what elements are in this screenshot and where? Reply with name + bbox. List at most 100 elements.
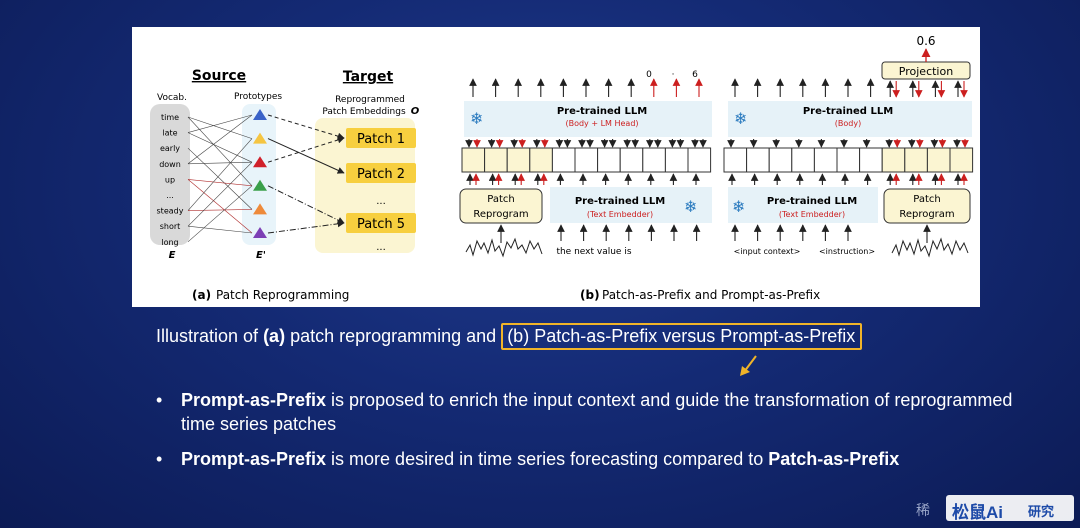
reprogram-arrow: [267, 114, 345, 140]
prototype-triangle: [253, 109, 267, 120]
vocab-word: up: [165, 175, 175, 184]
patch-label: Patch 5: [357, 217, 405, 232]
token-cell: [768, 147, 793, 173]
snowflake-icon: ❄: [734, 109, 747, 128]
output-arrows-prompt: [731, 78, 968, 98]
reprogram-arrow: [267, 220, 345, 234]
watermark-logo: 松鼠Ai 研究: [946, 495, 1074, 522]
mapping-line: [187, 179, 253, 187]
output-label-6: 6: [692, 70, 698, 80]
llm2-title: Pre-trained LLM: [803, 106, 893, 117]
snowflake-icon: ❄: [684, 197, 697, 216]
mapping-line: [187, 225, 253, 234]
caption-a-tag: (a): [192, 288, 211, 302]
mapping-line: [187, 185, 253, 243]
prototype-triangle: [253, 227, 267, 238]
token-cell: [813, 147, 838, 173]
token-cell: [881, 147, 906, 173]
bullet-item: Prompt-as-Prefix is more desired in time…: [156, 447, 1016, 471]
token-cell: [461, 147, 486, 173]
token-cell: [619, 147, 644, 173]
patch-box: [346, 128, 416, 148]
prototype-triangle: [253, 156, 267, 168]
vocab-word: steady: [157, 207, 184, 216]
llm-band-2: [728, 101, 972, 137]
token-cell: [574, 147, 599, 173]
token-cell: [926, 147, 951, 173]
bullet-item: Prompt-as-Prefix is proposed to enrich t…: [156, 388, 1016, 436]
vocab-word: short: [160, 222, 181, 231]
input-context-text: <input context>: [734, 247, 801, 256]
caption-b-tag: (b): [580, 288, 600, 302]
mapping-line: [187, 132, 253, 163]
output-label-dot: ·: [672, 70, 675, 80]
vocab-word: early: [160, 144, 180, 153]
reprogram-arrow: [267, 138, 345, 174]
timeseries-wave-2: [891, 237, 969, 258]
prototype-triangle: [253, 179, 267, 191]
llm1-subtitle: (Body + LM Head): [565, 119, 638, 128]
mapping-line: [187, 179, 253, 234]
reprogrammed-label-1: Reprogrammed: [335, 95, 405, 105]
caption-prefix: Illustration of: [156, 326, 264, 346]
low-arrows-prefix: [466, 173, 700, 185]
timeseries-wave-1: [465, 237, 543, 258]
embedder1-subtitle: (Text Embedder): [587, 210, 653, 219]
token-row-prompt: [723, 147, 974, 173]
figure-caption: Illustration of (a) patch reprogramming …: [156, 323, 863, 350]
mid-arrows-prompt: [727, 139, 969, 148]
prototypes-label: Prototypes: [234, 92, 282, 102]
embedder2-subtitle: (Text Embedder): [779, 210, 845, 219]
token-cell: [664, 147, 689, 173]
mapping-line: [187, 116, 253, 187]
watermark-left-text: 稀: [916, 502, 930, 518]
vocab-word: down: [159, 160, 181, 169]
output-arrows-prefix: [469, 78, 703, 97]
patch-box: [346, 163, 416, 183]
e-symbol: E: [169, 250, 176, 261]
reprogram-arrow: [267, 185, 345, 224]
mapping-line: [187, 138, 253, 211]
prompt-text: the next value is: [556, 247, 631, 257]
diagram-svg: Source Target Vocab. Prototypes Reprogra…: [150, 34, 974, 302]
mapping-line: [187, 114, 253, 165]
patch-reprogram-2-line1: Patch: [913, 194, 940, 205]
o-symbol: O: [411, 106, 420, 117]
caption-b-text: Patch-as-Prefix and Prompt-as-Prefix: [602, 288, 820, 302]
mapping-line: [187, 116, 253, 139]
token-cell: [791, 147, 815, 173]
source-title: Source: [192, 68, 246, 84]
mapping-line: [187, 161, 253, 165]
mapping-line: [187, 147, 253, 210]
instruction-text: <instruction>: [819, 247, 875, 256]
token-cell: [529, 147, 553, 173]
projection-label: Projection: [899, 65, 953, 78]
bottom-arrows-prefix: [497, 224, 701, 243]
token-cell: [506, 147, 531, 173]
bullet-list: Prompt-as-Prefix is proposed to enrich t…: [156, 388, 1016, 482]
e-prime-symbol: E': [256, 250, 266, 261]
vocab-label: Vocab.: [157, 93, 187, 103]
embedder1-title: Pre-trained LLM: [575, 196, 665, 207]
bullet-bold: Prompt-as-Prefix: [181, 390, 327, 410]
embedder-band-2: [728, 187, 878, 223]
vocab-panel: [150, 104, 190, 245]
bullet-bold-2: Patch-as-Prefix: [768, 449, 900, 469]
patch-reprogram-1-line2: Reprogram: [473, 209, 528, 220]
llm2-subtitle: (Body): [835, 119, 861, 128]
reprogram-arrow: [267, 136, 345, 163]
llm-band-1: [464, 101, 712, 137]
target-title: Target: [343, 69, 394, 85]
patch-ellipsis: ...: [376, 196, 386, 207]
logo-text: 松鼠Ai: [952, 503, 1003, 522]
llm1-title: Pre-trained LLM: [557, 106, 647, 117]
mapping-line: [187, 161, 253, 227]
token-cell: [949, 147, 974, 173]
caption-mid: patch reprogramming and: [285, 326, 502, 346]
vocab-word: late: [162, 129, 177, 138]
reprogrammed-label-2: Patch Embeddings: [322, 107, 406, 117]
token-cell: [746, 147, 770, 173]
pointer-arrow-icon: [740, 355, 757, 376]
